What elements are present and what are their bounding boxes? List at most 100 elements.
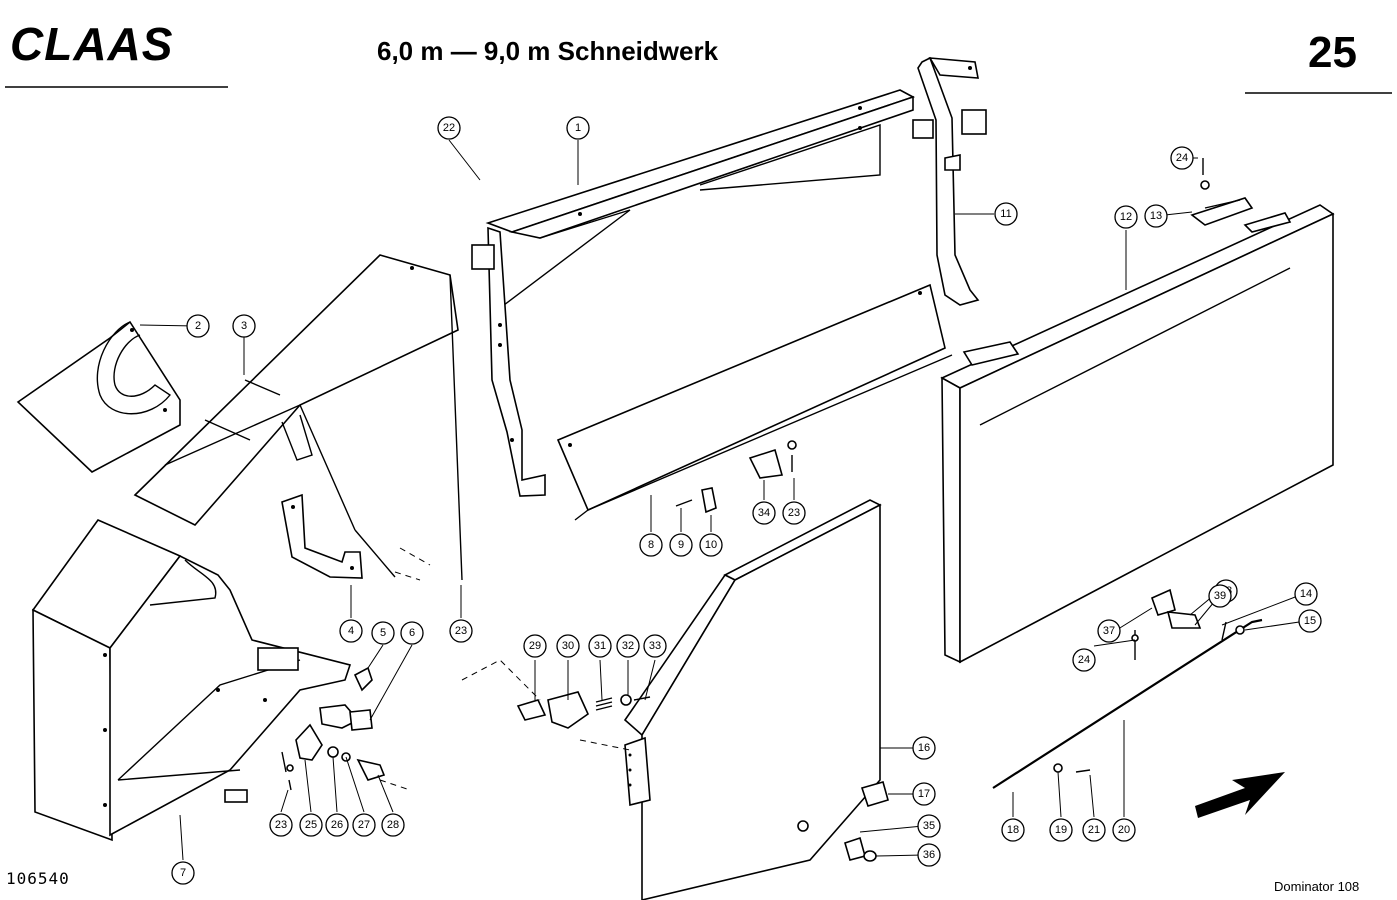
callout-15: 15 xyxy=(1298,609,1322,633)
callout-label: 29 xyxy=(529,640,541,652)
callout-circle xyxy=(699,533,723,557)
callout-circle xyxy=(669,533,693,557)
callout-circle xyxy=(1170,146,1194,170)
callout-label: 23 xyxy=(275,819,287,831)
callout-circle xyxy=(1097,619,1121,643)
callout-label: 23 xyxy=(788,507,800,519)
callout-35: 35 xyxy=(917,814,941,838)
hardware-center xyxy=(675,440,797,514)
part-12-right-panel xyxy=(940,204,1335,664)
callout-label: 37 xyxy=(1103,625,1115,637)
callout-circle xyxy=(566,116,590,140)
callout-circle xyxy=(186,314,210,338)
callout-circle xyxy=(352,813,376,837)
callout-13: 13 xyxy=(1144,204,1168,228)
callout-label: 1 xyxy=(575,122,581,134)
callout-label: 4 xyxy=(348,625,354,637)
callout-label: 31 xyxy=(594,640,606,652)
callout-label: 23 xyxy=(455,625,467,637)
callout-10: 10 xyxy=(699,533,723,557)
callout-37: 37 xyxy=(1097,619,1121,643)
callout-label: 27 xyxy=(358,819,370,831)
callout-circle xyxy=(269,813,293,837)
hardware-right xyxy=(1131,588,1202,660)
callout-12: 12 xyxy=(1114,205,1138,229)
callout-26: 26 xyxy=(325,813,349,837)
callout-label: 11 xyxy=(1000,208,1011,220)
callout-circle xyxy=(917,843,941,867)
callout-21: 21 xyxy=(1082,818,1106,842)
callout-label: 24 xyxy=(1176,152,1188,164)
callout-label: 16 xyxy=(918,742,930,754)
callout-23: 23 xyxy=(449,619,473,643)
callout-circle xyxy=(994,202,1018,226)
callout-circle xyxy=(1144,204,1168,228)
leader-lines xyxy=(139,139,1307,861)
callout-circle xyxy=(912,782,936,806)
callout-circle xyxy=(371,621,395,645)
callout-18: 18 xyxy=(1001,818,1025,842)
callout-label: 2 xyxy=(195,320,201,332)
callout-24: 24 xyxy=(1170,146,1194,170)
callout-label: 3 xyxy=(241,320,247,332)
callout-circle xyxy=(339,619,363,643)
callout-5: 5 xyxy=(371,621,395,645)
callout-36: 36 xyxy=(917,843,941,867)
callout-circle xyxy=(588,634,612,658)
callout-label: 20 xyxy=(1118,824,1130,836)
callout-circle xyxy=(1082,818,1106,842)
callout-33: 33 xyxy=(643,634,667,658)
callout-circle xyxy=(616,634,640,658)
callout-circle xyxy=(171,861,195,885)
callout-label: 22 xyxy=(443,122,455,134)
callout-label: 26 xyxy=(331,819,343,831)
part-8-long-sheet xyxy=(556,283,953,521)
latch-assembly-middle xyxy=(516,691,651,729)
callout-circle xyxy=(232,314,256,338)
callout-17: 17 xyxy=(912,782,936,806)
callout-label: 24 xyxy=(1078,654,1090,666)
part-4-bracket xyxy=(281,493,363,579)
callout-circle xyxy=(1298,609,1322,633)
callout-circle xyxy=(917,814,941,838)
callout-label: 12 xyxy=(1120,211,1132,223)
callout-label: 18 xyxy=(1007,824,1019,836)
callout-circle xyxy=(400,621,424,645)
callout-label: 39 xyxy=(1214,590,1226,602)
page-title: 6,0 m — 9,0 m Schneidwerk xyxy=(377,36,719,66)
part-13-hinge xyxy=(1190,158,1254,226)
callout-circle xyxy=(299,813,323,837)
callout-circle xyxy=(782,501,806,525)
callout-label: 7 xyxy=(180,867,186,879)
callout-19: 19 xyxy=(1049,818,1073,842)
callout-23: 23 xyxy=(269,813,293,837)
callout-label: 25 xyxy=(305,819,317,831)
callout-circle xyxy=(1294,582,1318,606)
callout-14: 14 xyxy=(1294,582,1318,606)
callout-label: 6 xyxy=(409,627,415,639)
callout-circle xyxy=(1049,818,1073,842)
callout-label: 14 xyxy=(1300,588,1312,600)
part-20-rod xyxy=(992,618,1263,789)
callout-circle xyxy=(437,116,461,140)
callout-circle xyxy=(1001,818,1025,842)
callout-39: 39 xyxy=(1208,584,1232,608)
hardware-lower-middle xyxy=(797,781,889,862)
model-name: Dominator 108 xyxy=(1274,879,1359,894)
page-number: 25 xyxy=(1308,28,1357,77)
callout-circle xyxy=(1114,205,1138,229)
callout-label: 17 xyxy=(918,788,930,800)
callout-25: 25 xyxy=(299,813,323,837)
callout-circle xyxy=(752,501,776,525)
callout-30: 30 xyxy=(556,634,580,658)
callout-2: 2 xyxy=(186,314,210,338)
callout-label: 9 xyxy=(678,539,684,551)
brand-logo: CLAAS xyxy=(10,18,173,70)
callout-circle xyxy=(381,813,405,837)
callout-circle xyxy=(912,736,936,760)
callout-circle xyxy=(643,634,667,658)
callout-label: 21 xyxy=(1088,824,1100,836)
part-3-hood xyxy=(133,254,463,581)
